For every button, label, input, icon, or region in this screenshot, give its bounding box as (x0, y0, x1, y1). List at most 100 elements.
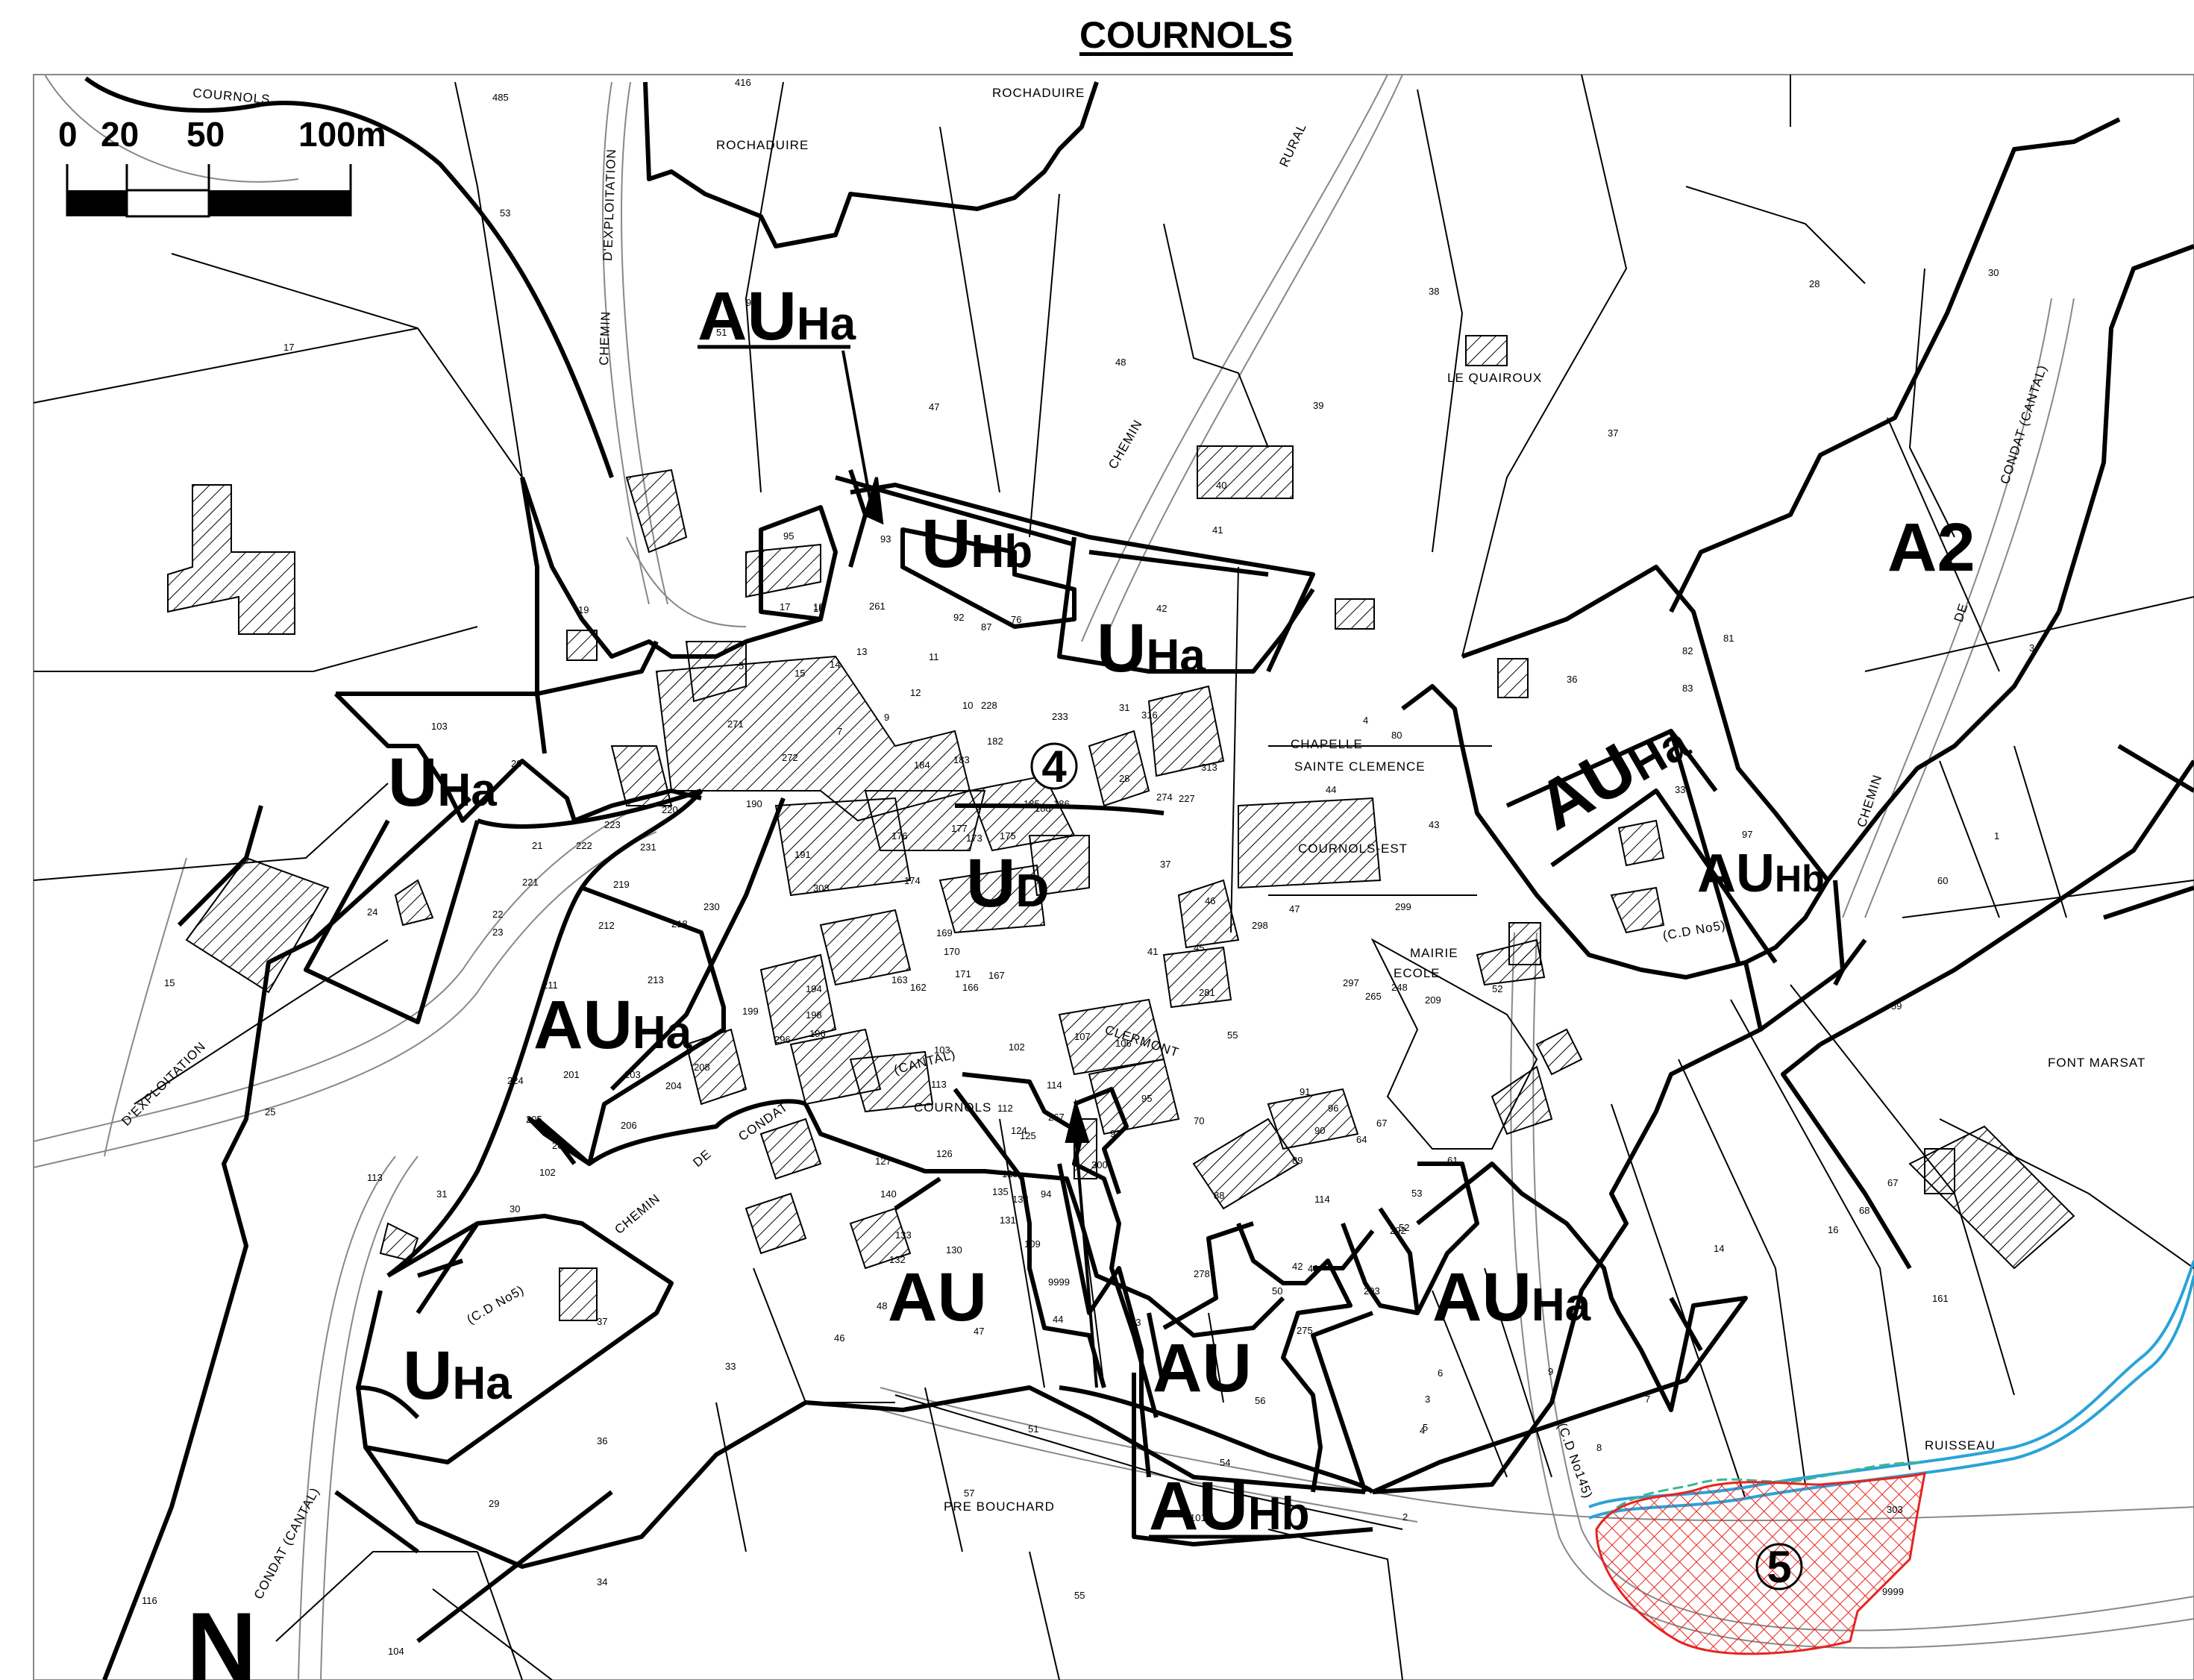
parcel-number: 112 (997, 1103, 1013, 1114)
zone-label-au-1: AU (888, 1259, 987, 1335)
zone-label-ud: UD (966, 845, 1049, 921)
parcel-number: 4 (1363, 715, 1368, 726)
parcel-number: 18 (813, 603, 824, 614)
street-label: DE (690, 1147, 714, 1170)
parcel-number: 60 (1937, 875, 1948, 886)
parcel-number: 227 (1179, 793, 1195, 804)
parcel-number: 199 (742, 1006, 759, 1017)
parcel-number: 171 (955, 968, 971, 980)
parcel-number: 28 (1809, 278, 1820, 289)
zone-label-uha-center: UHa (1097, 610, 1206, 686)
parcel-number: 231 (640, 841, 656, 853)
street-label: CONDAT (CANTAL) (251, 1485, 322, 1601)
zone-label-auhb-east: AUHb (1697, 844, 1825, 903)
parcel-number: 267 (1048, 1112, 1065, 1123)
parcel-number: 316 (1141, 709, 1158, 721)
parcel-number: 88 (1214, 1190, 1224, 1201)
parcel-number: 67 (1376, 1118, 1387, 1129)
parcel-number: 30 (510, 1203, 520, 1214)
street-label: LE QUAIROUX (1447, 371, 1542, 385)
parcel-number: 31 (1119, 702, 1129, 713)
parcel-number: 102 (1009, 1041, 1025, 1053)
parcel-number: 47 (974, 1326, 984, 1337)
parcel-number: 116 (142, 1595, 157, 1606)
parcel-number: 9 (884, 712, 889, 723)
street-label: CHEMIN (597, 310, 613, 366)
parcel-number: 203 (624, 1069, 641, 1080)
parcel-number: 37 (1160, 859, 1170, 870)
parcel-number: 2 (1402, 1511, 1408, 1523)
parcel-number: 271 (727, 718, 744, 730)
parcel-number: 51 (1028, 1423, 1038, 1435)
parcel-number: 83 (1682, 683, 1693, 694)
parcel-number: 207 (552, 1140, 568, 1151)
parcel-number: 91 (1300, 1086, 1310, 1097)
parcel-number: 169 (936, 927, 953, 938)
parcel-number: 56 (1255, 1395, 1265, 1406)
parcel-number: 17 (780, 601, 790, 612)
parcel-number: 313 (1201, 762, 1217, 773)
parcel-number: 3 (1425, 1394, 1430, 1405)
marker-5-circle (1755, 1543, 1803, 1590)
parcel-number: 67 (1887, 1177, 1898, 1188)
parcel-number: 93 (880, 533, 891, 545)
parcel-number: 90 (1314, 1125, 1325, 1136)
parcel-number: 130 (946, 1244, 962, 1256)
parcel-number: 54 (1220, 1457, 1230, 1468)
street-label: CHAPELLE (1291, 737, 1363, 751)
street-label: COURNOLS (192, 86, 272, 107)
parcel-number: 39 (1313, 400, 1323, 411)
parcel-number: 167 (988, 970, 1005, 981)
street-label: DE (1952, 601, 1971, 624)
parcel-number: 61 (1447, 1155, 1458, 1166)
parcel-number: 106 (1115, 1038, 1132, 1049)
parcel-number: 52 (1399, 1222, 1409, 1233)
parcel-number: 300 (1091, 1159, 1108, 1170)
parcel-number: 293 (1364, 1285, 1380, 1297)
parcel-number: 17 (283, 342, 294, 353)
parcel-number: 42 (1292, 1261, 1303, 1272)
parcel-number: 177 (951, 823, 968, 834)
parcel-number: 47 (1289, 903, 1300, 915)
parcel-number: 36 (597, 1435, 607, 1447)
parcel-number: 233 (1052, 711, 1068, 722)
parcel-number: 208 (694, 1062, 710, 1073)
parcel-number: 87 (981, 621, 991, 633)
parcel-number: 89 (1292, 1155, 1303, 1166)
parcel-number: 7 (1645, 1394, 1650, 1405)
parcel-number: 20 (511, 758, 521, 769)
parcel-number: 43 (1130, 1317, 1141, 1328)
parcel-number: 94 (1041, 1188, 1051, 1200)
parcel-number: 81 (1723, 633, 1734, 644)
parcel-number: 128 (1002, 1168, 1018, 1179)
parcel-number: 176 (891, 830, 908, 841)
zone-labels: AUHa UHb UHa UHa UD AUHa AUHa AUHb A2 AU… (388, 278, 1975, 1544)
parcel-number: 196 (809, 1028, 826, 1039)
street-label: D'EXPLOITATION (119, 1039, 208, 1129)
north-label: N (187, 1592, 257, 1680)
parcel-number: 25 (265, 1106, 275, 1118)
parcel-number: 485 (492, 92, 509, 103)
zone-5-area (1595, 1471, 1926, 1655)
map-title: COURNOLS (1079, 14, 1294, 56)
marker-4: 4 (1041, 742, 1067, 792)
circled-markers: 4 5 (1030, 742, 1803, 1592)
parcel-number: 190 (746, 798, 762, 809)
street-label: D'EXPLOITATION (601, 148, 618, 261)
zone-label-auha-north: AUHa (698, 278, 856, 354)
parcel-number: 114 (1047, 1079, 1062, 1091)
zone-label-auhb-south: AUHb (1149, 1468, 1310, 1544)
parcel-number: 70 (1194, 1115, 1204, 1126)
parcel-number: 11 (929, 651, 939, 662)
parcel-number: 185 (1024, 798, 1040, 809)
parcel-number: 126 (936, 1148, 953, 1159)
street-label: CHEMIN (1855, 773, 1885, 829)
parcel-number: 15 (794, 668, 805, 679)
parcel-number: 248 (1391, 982, 1408, 993)
parcel-number: 109 (1024, 1238, 1041, 1250)
parcel-number: 278 (1194, 1268, 1210, 1279)
parcel-number: 221 (522, 877, 539, 888)
parcel-number: 131 (1000, 1214, 1016, 1226)
parcel-number: 40 (1216, 480, 1226, 491)
